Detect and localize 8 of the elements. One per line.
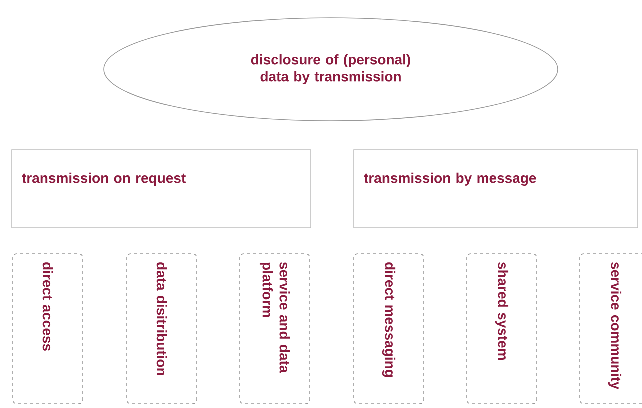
category-box: transmission by message	[354, 150, 638, 228]
subcategory-box: data disitribution	[126, 254, 198, 404]
subcategory-box: service and data platform	[240, 254, 310, 404]
subcategory-box: shared system	[466, 254, 538, 404]
subcategory-box: direct messaging	[354, 254, 424, 404]
subcategory-box: direct access	[12, 254, 84, 404]
category-box: transmission on request	[12, 150, 312, 228]
subcategory-box: service community	[580, 254, 642, 404]
